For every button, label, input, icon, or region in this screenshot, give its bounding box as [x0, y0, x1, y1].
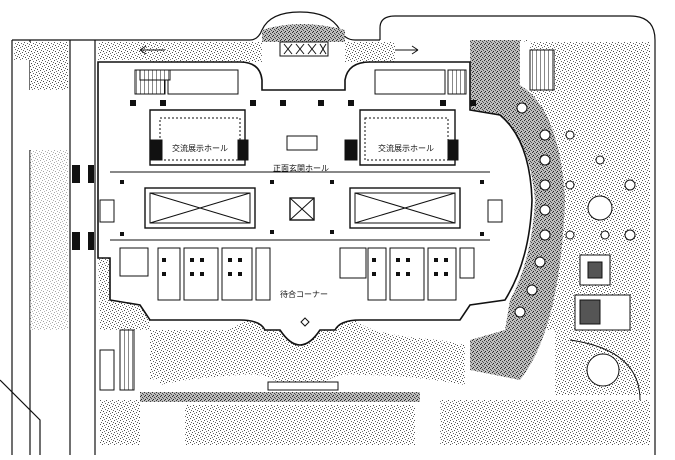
columns: [72, 100, 484, 250]
label-waiting-corner: 待合コーナー: [280, 289, 328, 299]
label-east-hall: 交流展示ホール: [378, 143, 434, 153]
label-main-entrance-hall: 正面玄関ホール: [273, 163, 329, 173]
center-marker-diamond: [300, 317, 310, 327]
east-room-block: [339, 247, 475, 301]
west-room-block: [119, 247, 271, 301]
plaza-trees: [514, 102, 636, 318]
bottom-bench: [267, 381, 339, 391]
room-labels: 交流展示ホール 交流展示ホール 正面玄関ホール 待合コーナー: [172, 143, 434, 299]
landscape-areas: [14, 24, 650, 445]
top-entrance: [139, 41, 419, 57]
left-stairs: [99, 69, 171, 391]
right-plaza: [529, 49, 641, 401]
label-west-hall: 交流展示ホール: [172, 143, 228, 153]
